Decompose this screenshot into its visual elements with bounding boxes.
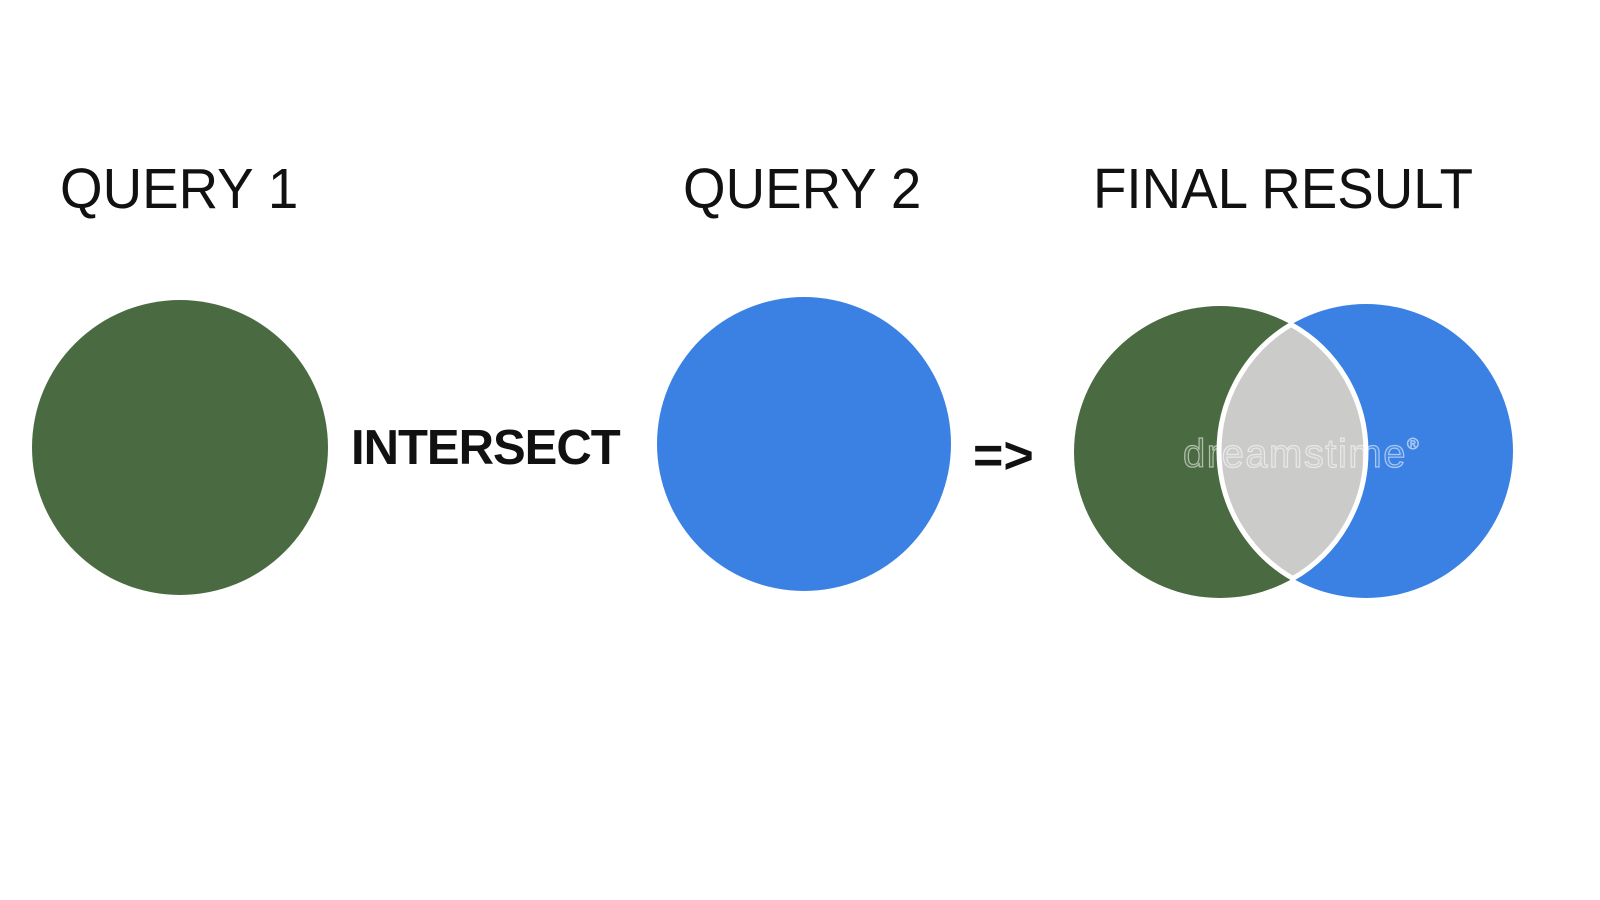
result-arrow: => [973,427,1034,485]
final-result-venn [1074,304,1513,598]
intersection-lens [1216,321,1369,582]
query1-heading: QUERY 1 [60,157,299,221]
query1-set-circle [32,300,328,595]
query2-set-circle [657,297,951,591]
query2-heading: QUERY 2 [683,157,922,221]
intersect-operator-label: INTERSECT [351,421,621,475]
final-result-heading: FINAL RESULT [1093,157,1474,221]
